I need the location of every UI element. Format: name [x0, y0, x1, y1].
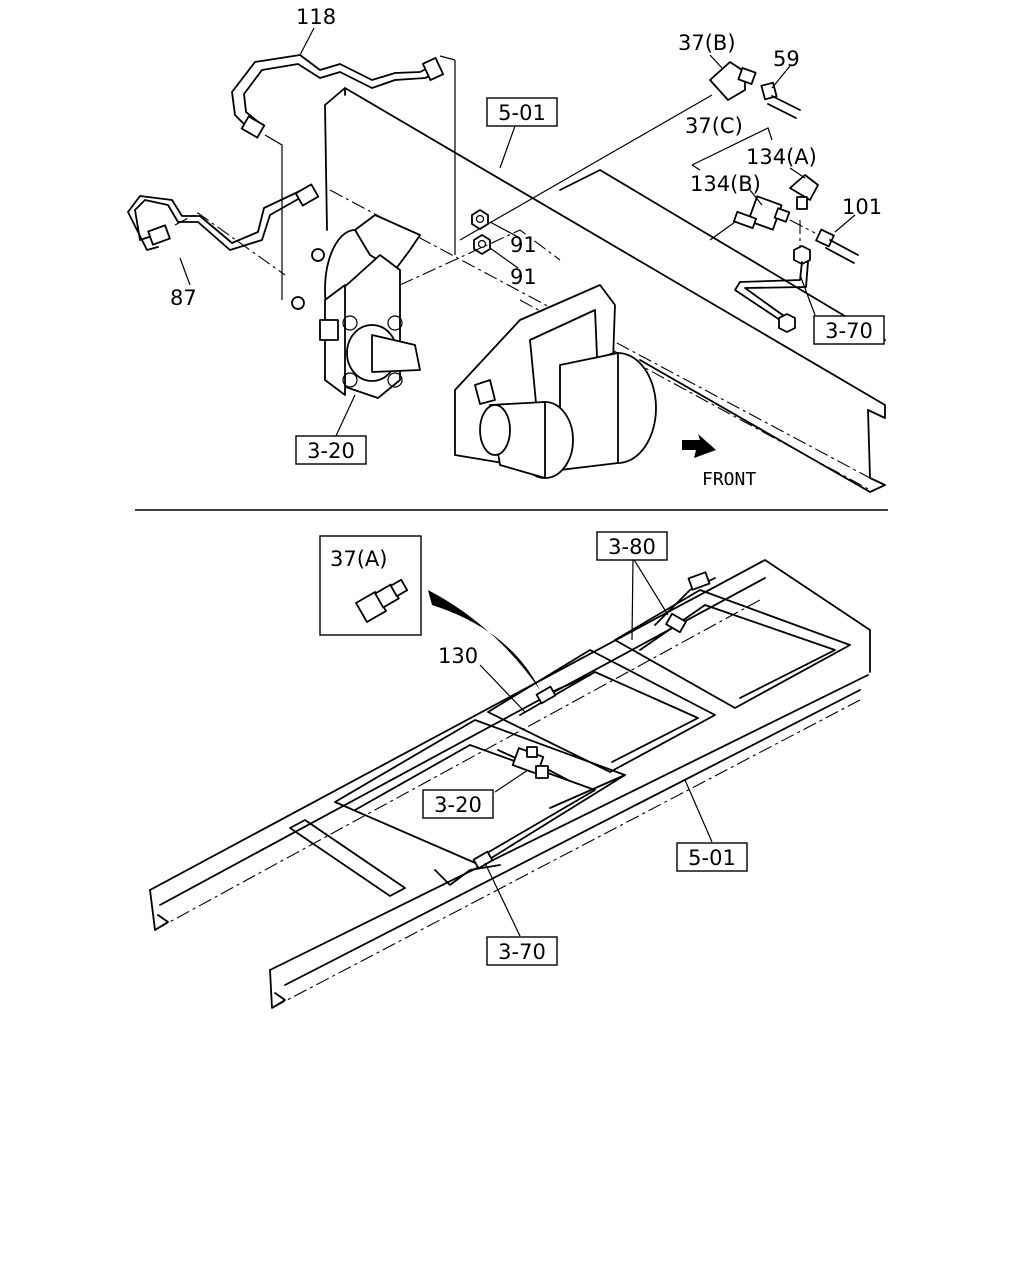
label-91-upper: 91 — [510, 233, 537, 257]
front-arrow-icon — [682, 434, 716, 458]
svg-text:3-20: 3-20 — [307, 439, 355, 463]
ref-box-3-80: 3-80 — [596, 531, 668, 561]
pipe-87 — [134, 197, 301, 251]
detail-box-37a — [319, 535, 540, 690]
label-134a: 134(A) — [746, 145, 817, 169]
motor-mount — [454, 284, 657, 479]
top-view — [127, 27, 886, 493]
tee-3-20-bottom — [511, 746, 549, 779]
ref-box-3-70-bottom: 3-70 — [486, 936, 558, 966]
label-91-lower: 91 — [510, 265, 537, 289]
pipe-118 — [231, 54, 433, 131]
fitting-130 — [535, 685, 557, 705]
hose-59 — [760, 81, 801, 119]
svg-text:3-70: 3-70 — [825, 319, 873, 343]
ref-box-3-70-top: 3-70 — [813, 315, 885, 345]
label-37c: 37(C) — [685, 114, 743, 138]
fittings-3-80 — [665, 571, 711, 634]
ref-box-5-01-bottom: 5-01 — [676, 842, 748, 872]
label-130: 130 — [438, 644, 478, 668]
bottom-view — [149, 535, 871, 1009]
fitting-118-a — [421, 56, 445, 82]
label-37b: 37(B) — [678, 31, 736, 55]
label-134b: 134(B) — [690, 172, 761, 196]
fitting-118-b — [240, 115, 266, 139]
fitting-37a-icon — [355, 578, 409, 623]
nut-91 — [439, 55, 491, 255]
fitting-87-a — [147, 224, 171, 246]
fitting-134b — [709, 195, 791, 241]
svg-text:3-80: 3-80 — [608, 535, 656, 559]
front-label: FRONT — [702, 469, 756, 490]
elbow-37b — [459, 61, 757, 241]
label-59: 59 — [773, 47, 800, 71]
svg-text:5-01: 5-01 — [688, 846, 736, 870]
ref-box-3-20-bottom: 3-20 — [422, 789, 494, 819]
label-37a: 37(A) — [330, 547, 387, 571]
ref-box-5-01-top: 5-01 — [486, 97, 558, 127]
svg-text:3-20: 3-20 — [434, 793, 482, 817]
fitting-87-b — [294, 183, 320, 207]
chassis-frame — [149, 559, 871, 1009]
pipe-3-70 — [734, 245, 811, 333]
pump-assembly — [291, 214, 561, 399]
svg-text:5-01: 5-01 — [498, 101, 546, 125]
hose-101 — [815, 228, 859, 264]
svg-text:3-70: 3-70 — [498, 940, 546, 964]
label-118: 118 — [296, 5, 336, 29]
label-87: 87 — [170, 286, 197, 310]
label-101: 101 — [842, 195, 882, 219]
ref-box-3-20-top: 3-20 — [295, 435, 367, 465]
fitting-134a — [789, 174, 819, 210]
